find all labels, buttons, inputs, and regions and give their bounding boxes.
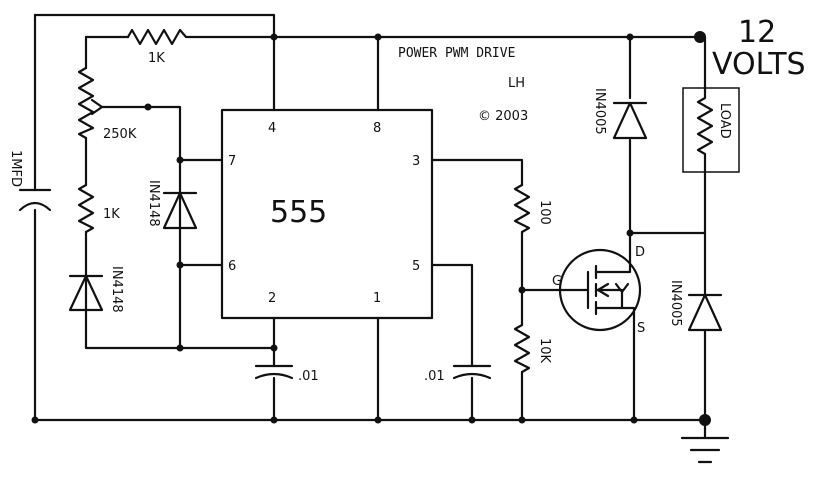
resistor-top-1k: 1K	[126, 28, 192, 66]
title-block: POWER PWM DRIVE LH © 2003	[398, 46, 528, 124]
capacitor-1mfd: 1MFD	[8, 150, 52, 212]
ic-label: 555	[270, 195, 327, 230]
mosfet-gate-label: G	[552, 274, 562, 289]
resistor-mid-1k: 1K	[77, 183, 120, 234]
mosfet: G D S	[552, 245, 645, 336]
diode-top-in4005: IN4005	[592, 88, 648, 140]
ic-pin-2: 2	[268, 291, 276, 306]
capacitor-1mfd-label: 1MFD	[8, 150, 23, 187]
resistor-pulldown-10k: 10K	[513, 323, 552, 374]
mosfet-drain-label: D	[635, 245, 645, 260]
load-box	[682, 87, 740, 173]
diode-top-label: IN4005	[592, 88, 607, 135]
diode-left-in4148: IN4148	[68, 266, 124, 318]
supply-label: 12 VOLTS	[712, 15, 806, 82]
capacitor-pin2-label: .01	[298, 369, 319, 384]
diode-bottom-label: IN4005	[668, 280, 683, 327]
ground-icon	[680, 436, 730, 464]
diode-mid-label: IN4148	[146, 180, 161, 227]
diode-left-label: IN4148	[109, 266, 124, 313]
ic-555: 555 4 8 7 3 6 5 2 1	[220, 108, 434, 320]
load-label: LOAD	[717, 103, 732, 139]
ic-pin-7: 7	[228, 154, 236, 169]
junctions	[31, 31, 711, 426]
wires	[33, 13, 707, 440]
ic-pin-8: 8	[373, 121, 381, 136]
mosfet-body	[558, 248, 642, 332]
copyright-text: © 2003	[478, 109, 528, 124]
potentiometer-250k: 250K	[77, 66, 137, 142]
capacitor-pin5-label: .01	[424, 369, 445, 384]
capacitor-pin2: .01	[254, 364, 319, 384]
ic-pin-3: 3	[412, 154, 420, 169]
supply-unit: VOLTS	[712, 47, 806, 82]
resistor-top-label: 1K	[148, 51, 165, 66]
ic-pin-1: 1	[373, 291, 381, 306]
resistor-gate-100: 100	[513, 183, 552, 234]
diode-bottom-in4005: IN4005	[668, 280, 723, 332]
diagram-title: POWER PWM DRIVE	[398, 46, 515, 61]
logo-mark: LH	[508, 76, 525, 91]
mosfet-source-label: S	[637, 321, 645, 336]
ic-pin-6: 6	[228, 259, 236, 274]
resistor-pulldown-label: 10K	[537, 338, 552, 364]
resistor-gate-label: 100	[537, 200, 552, 225]
ic-pin-4: 4	[268, 121, 276, 136]
ic-body	[220, 108, 434, 320]
ic-pin-5: 5	[412, 259, 420, 274]
load: LOAD	[682, 83, 740, 173]
capacitor-pin5: .01	[424, 364, 492, 384]
potentiometer-label: 250K	[103, 127, 137, 142]
resistor-mid-label: 1K	[103, 207, 120, 222]
supply-voltage: 12	[738, 15, 776, 50]
diode-mid-in4148: IN4148	[146, 180, 198, 230]
